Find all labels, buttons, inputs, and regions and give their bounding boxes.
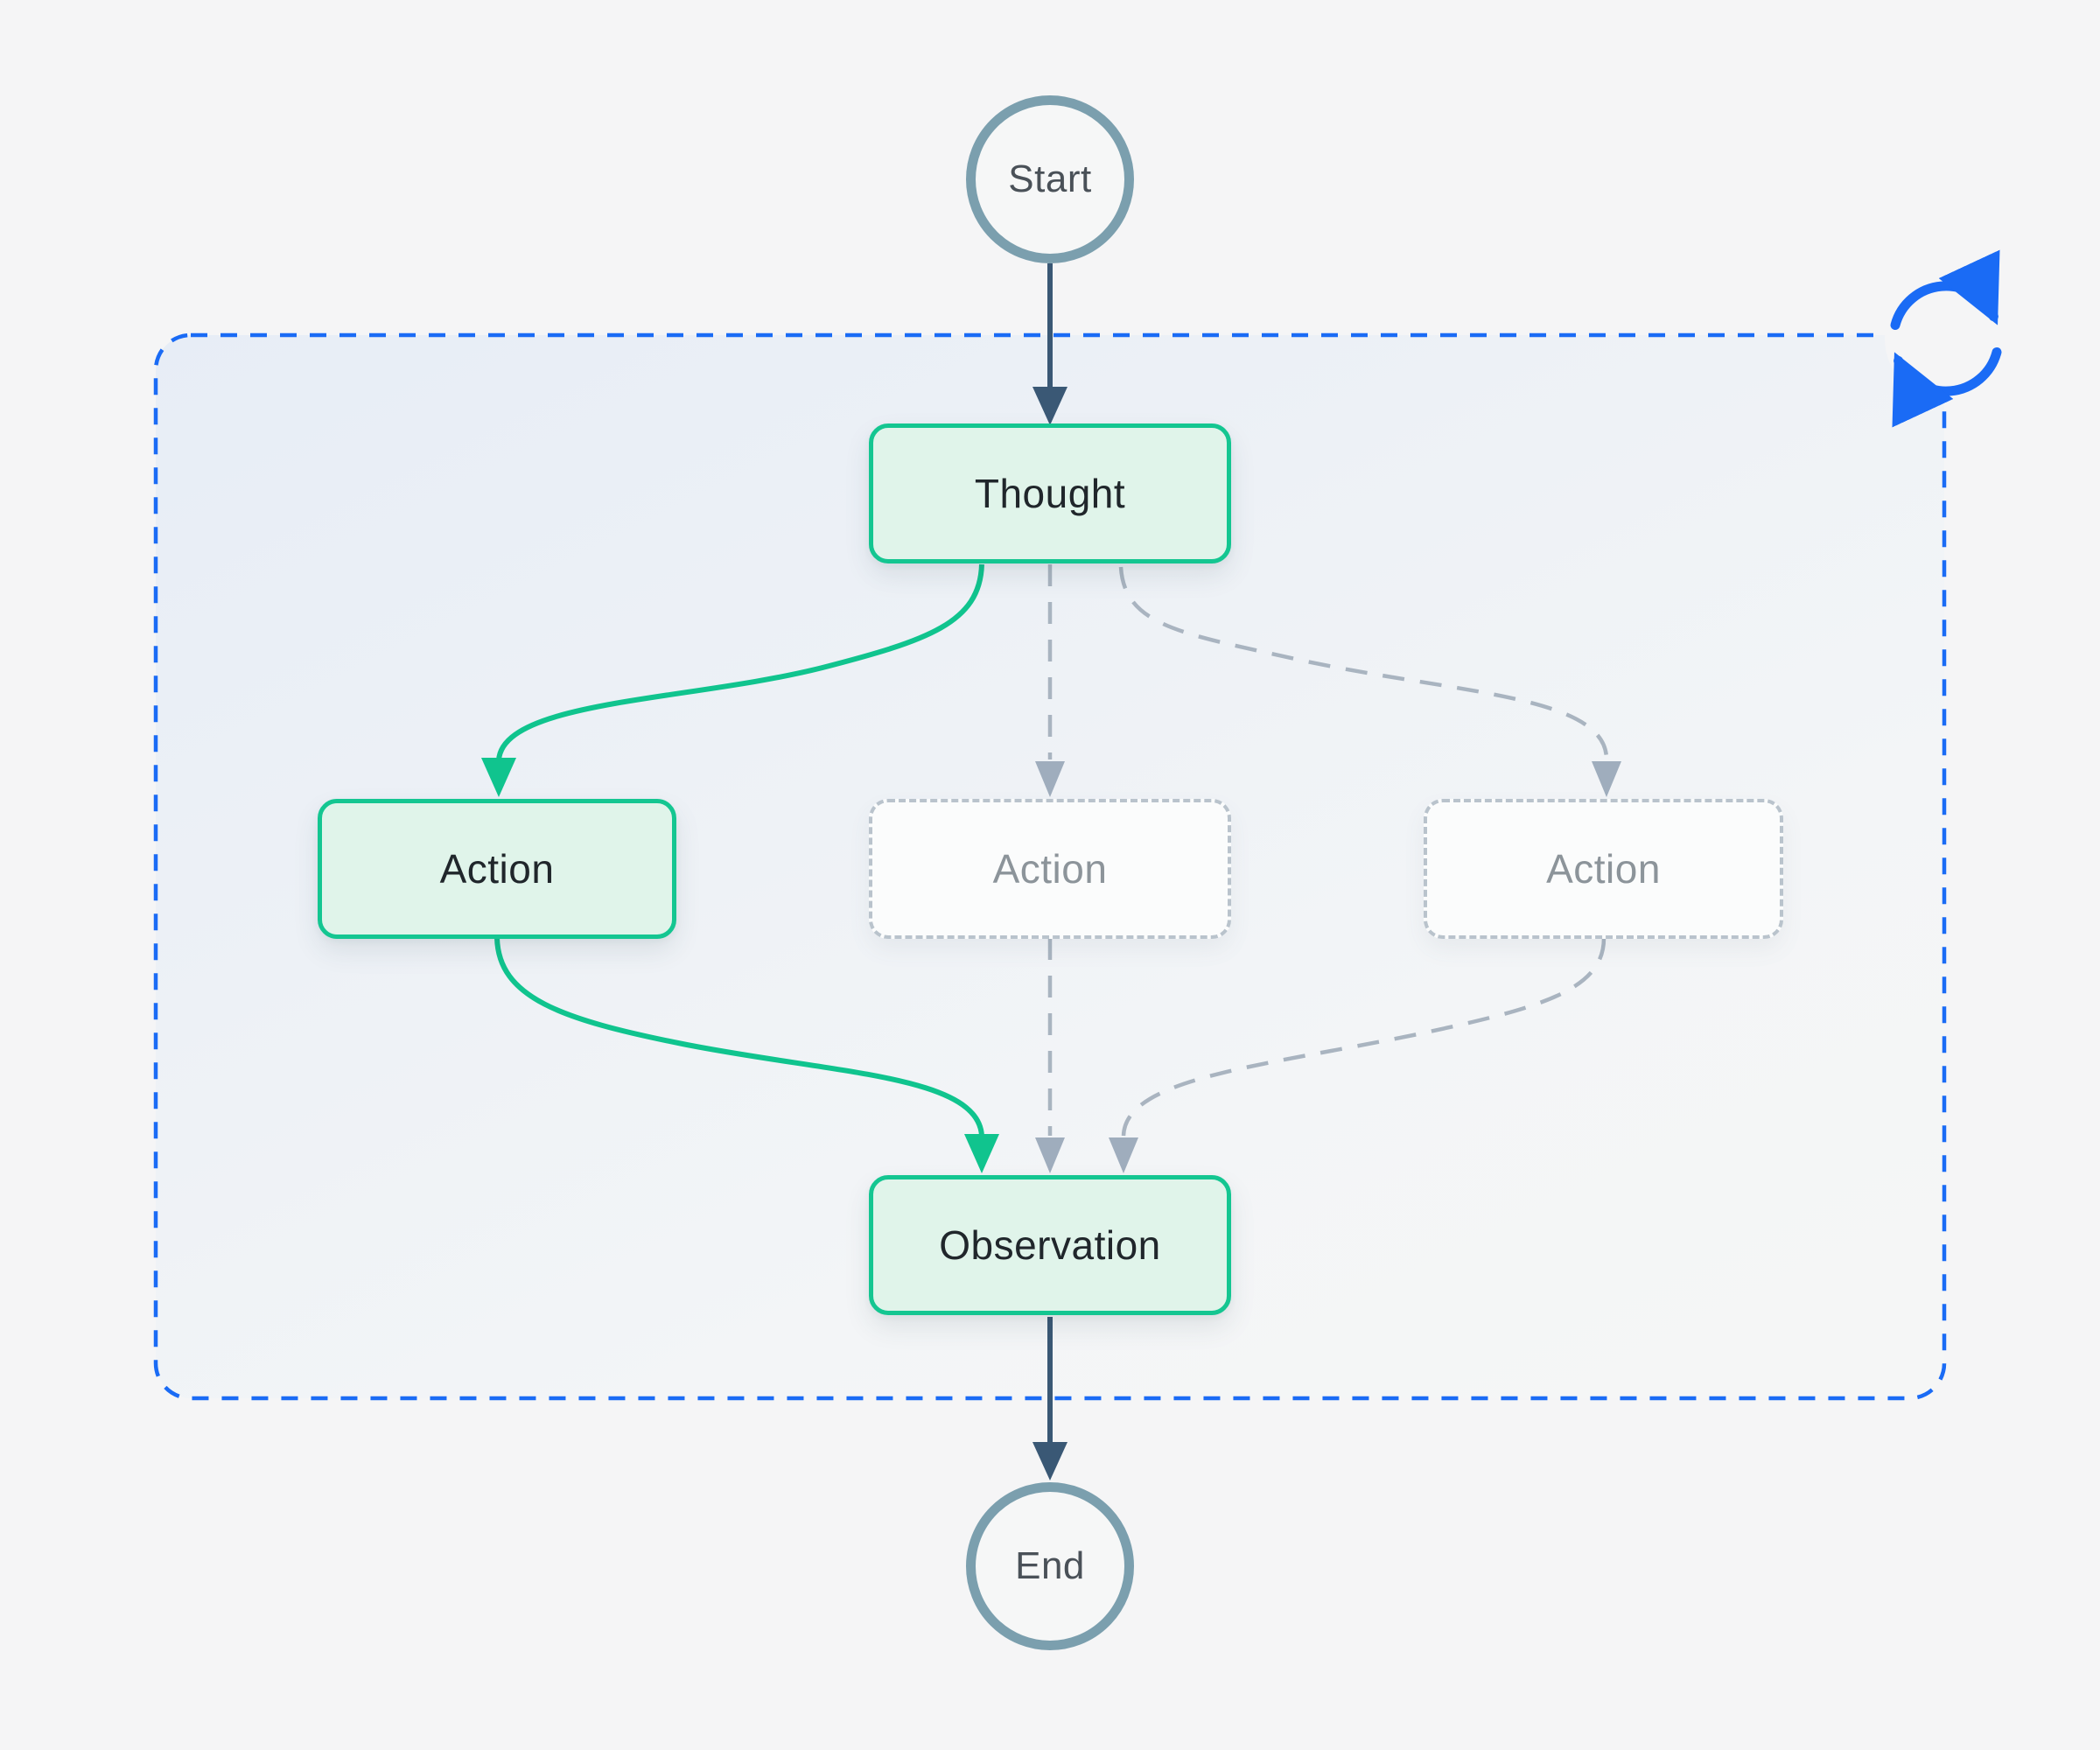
edge-start-to-thought bbox=[1032, 263, 1068, 425]
edge-thought-to-action-middle bbox=[1035, 564, 1065, 797]
edge-action-middle-to-observation bbox=[1035, 938, 1065, 1173]
node-action-right-label: Action bbox=[1546, 846, 1661, 892]
edge-thought-to-action-right bbox=[1118, 566, 1621, 797]
node-start: Start bbox=[966, 95, 1134, 263]
edge-action-left-to-observation bbox=[494, 937, 999, 1173]
node-end: End bbox=[966, 1482, 1134, 1650]
node-thought: Thought bbox=[869, 424, 1231, 564]
node-observation: Observation bbox=[869, 1175, 1231, 1315]
edge-thought-to-action-left bbox=[481, 564, 984, 797]
node-action-right: Action bbox=[1424, 799, 1783, 939]
node-action-middle: Action bbox=[869, 799, 1231, 939]
sync-loop-icon bbox=[1885, 249, 2007, 428]
edge-observation-to-end bbox=[1032, 1317, 1068, 1480]
node-action-left-label: Action bbox=[439, 846, 555, 892]
edge-action-right-to-observation bbox=[1109, 937, 1606, 1173]
node-observation-label: Observation bbox=[939, 1222, 1161, 1268]
node-start-label: Start bbox=[1008, 158, 1092, 200]
node-action-middle-label: Action bbox=[992, 846, 1108, 892]
node-end-label: End bbox=[1015, 1544, 1085, 1587]
node-thought-label: Thought bbox=[974, 471, 1126, 516]
node-action-left: Action bbox=[318, 799, 676, 939]
